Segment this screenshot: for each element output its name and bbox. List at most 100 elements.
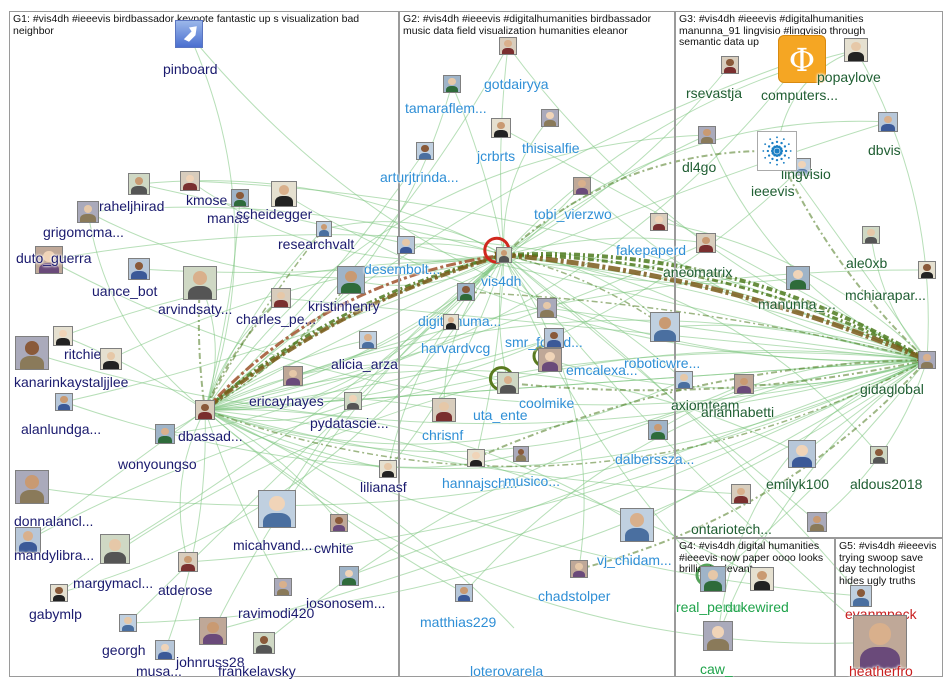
avatar[interactable]	[573, 177, 591, 195]
avatar[interactable]	[878, 112, 898, 132]
avatar[interactable]	[258, 490, 296, 528]
avatar[interactable]	[183, 266, 217, 300]
avatar[interactable]	[731, 484, 751, 504]
avatar[interactable]	[100, 534, 130, 564]
pinboard-logo-icon[interactable]	[175, 20, 203, 48]
edge	[87, 211, 206, 411]
avatar[interactable]	[675, 371, 693, 389]
avatar[interactable]	[721, 56, 739, 74]
avatar[interactable]	[850, 585, 872, 607]
avatar[interactable]	[499, 37, 517, 55]
avatar[interactable]	[50, 584, 68, 602]
node-label: wonyoungso	[118, 456, 197, 472]
avatar[interactable]	[497, 372, 519, 394]
avatar[interactable]	[650, 213, 668, 231]
edge	[204, 58, 803, 413]
avatar[interactable]	[696, 233, 716, 253]
avatar[interactable]	[271, 181, 297, 207]
edge	[204, 269, 928, 411]
node-label: uta_ente	[473, 407, 528, 423]
avatar[interactable]	[844, 38, 868, 62]
avatar[interactable]	[750, 567, 774, 591]
avatar[interactable]	[379, 460, 397, 478]
edge	[63, 254, 505, 403]
edge	[203, 253, 505, 412]
avatar[interactable]	[253, 632, 275, 654]
node-label: georgh	[102, 642, 146, 658]
avatar[interactable]	[541, 109, 559, 127]
avatar[interactable]	[344, 392, 362, 410]
ieeevis-logo-icon[interactable]	[757, 131, 797, 171]
edge	[507, 357, 928, 392]
avatar[interactable]	[337, 266, 365, 294]
avatar[interactable]	[155, 424, 175, 444]
avatar[interactable]	[620, 508, 654, 542]
avatar[interactable]	[359, 331, 377, 349]
node-label: mchiarapar...	[845, 287, 926, 303]
avatar[interactable]	[432, 398, 456, 422]
avatar[interactable]	[786, 266, 810, 290]
edge	[503, 134, 708, 256]
avatar[interactable]	[199, 617, 227, 645]
avatar[interactable]	[15, 336, 49, 370]
group-panel-g3: G3: #vis4dh #ieeevis #digitalhumanities …	[675, 11, 943, 538]
avatar[interactable]	[870, 446, 888, 464]
edge	[204, 409, 881, 644]
avatar[interactable]	[491, 118, 511, 138]
node-label: pinboard	[163, 61, 218, 77]
avatar[interactable]	[788, 440, 816, 468]
edge	[546, 307, 928, 363]
avatar[interactable]	[455, 584, 473, 602]
avatar[interactable]	[918, 261, 936, 279]
avatar[interactable]	[283, 366, 303, 386]
node-label: digitalhuma...	[418, 313, 502, 329]
avatar[interactable]	[77, 201, 99, 223]
avatar[interactable]	[231, 189, 249, 207]
avatar[interactable]	[274, 578, 292, 596]
edge	[712, 359, 928, 580]
phi-logo-icon[interactable]: Φ	[778, 35, 826, 83]
avatar[interactable]	[180, 171, 200, 191]
avatar[interactable]	[416, 142, 434, 160]
avatar[interactable]	[862, 226, 880, 244]
avatar[interactable]	[703, 621, 733, 651]
avatar[interactable]	[853, 615, 907, 669]
avatar[interactable]	[55, 393, 73, 411]
avatar[interactable]	[650, 312, 680, 342]
avatar[interactable]	[698, 126, 716, 144]
avatar[interactable]	[195, 400, 215, 420]
avatar[interactable]	[570, 560, 588, 578]
node-label: emilyk100	[766, 476, 830, 492]
avatar[interactable]	[15, 527, 41, 553]
avatar[interactable]	[330, 514, 348, 532]
avatar[interactable]	[513, 446, 529, 462]
node-label: kmose	[186, 192, 228, 208]
avatar[interactable]	[544, 328, 564, 348]
avatar[interactable]	[443, 75, 461, 93]
node-label: fakepaperd	[616, 242, 687, 258]
avatar[interactable]	[128, 173, 150, 195]
edge	[31, 359, 928, 507]
avatar[interactable]	[700, 566, 726, 592]
avatar[interactable]	[119, 614, 137, 632]
avatar[interactable]	[734, 374, 754, 394]
avatar[interactable]	[537, 298, 557, 318]
avatar[interactable]	[397, 236, 415, 254]
avatar[interactable]	[316, 221, 332, 237]
avatar[interactable]	[339, 566, 359, 586]
avatar[interactable]	[155, 640, 175, 660]
avatar[interactable]	[443, 314, 459, 330]
avatar[interactable]	[53, 326, 73, 346]
avatar[interactable]	[538, 348, 562, 372]
avatar[interactable]	[496, 247, 512, 263]
avatar[interactable]	[648, 420, 668, 440]
avatar[interactable]	[271, 288, 291, 308]
avatar[interactable]	[467, 449, 485, 467]
avatar[interactable]	[128, 258, 150, 280]
avatar[interactable]	[15, 470, 49, 504]
avatar[interactable]	[918, 351, 936, 369]
avatar[interactable]	[178, 552, 198, 572]
node-label: musico...	[504, 473, 561, 489]
avatar[interactable]	[457, 283, 475, 301]
avatar[interactable]	[35, 246, 63, 274]
